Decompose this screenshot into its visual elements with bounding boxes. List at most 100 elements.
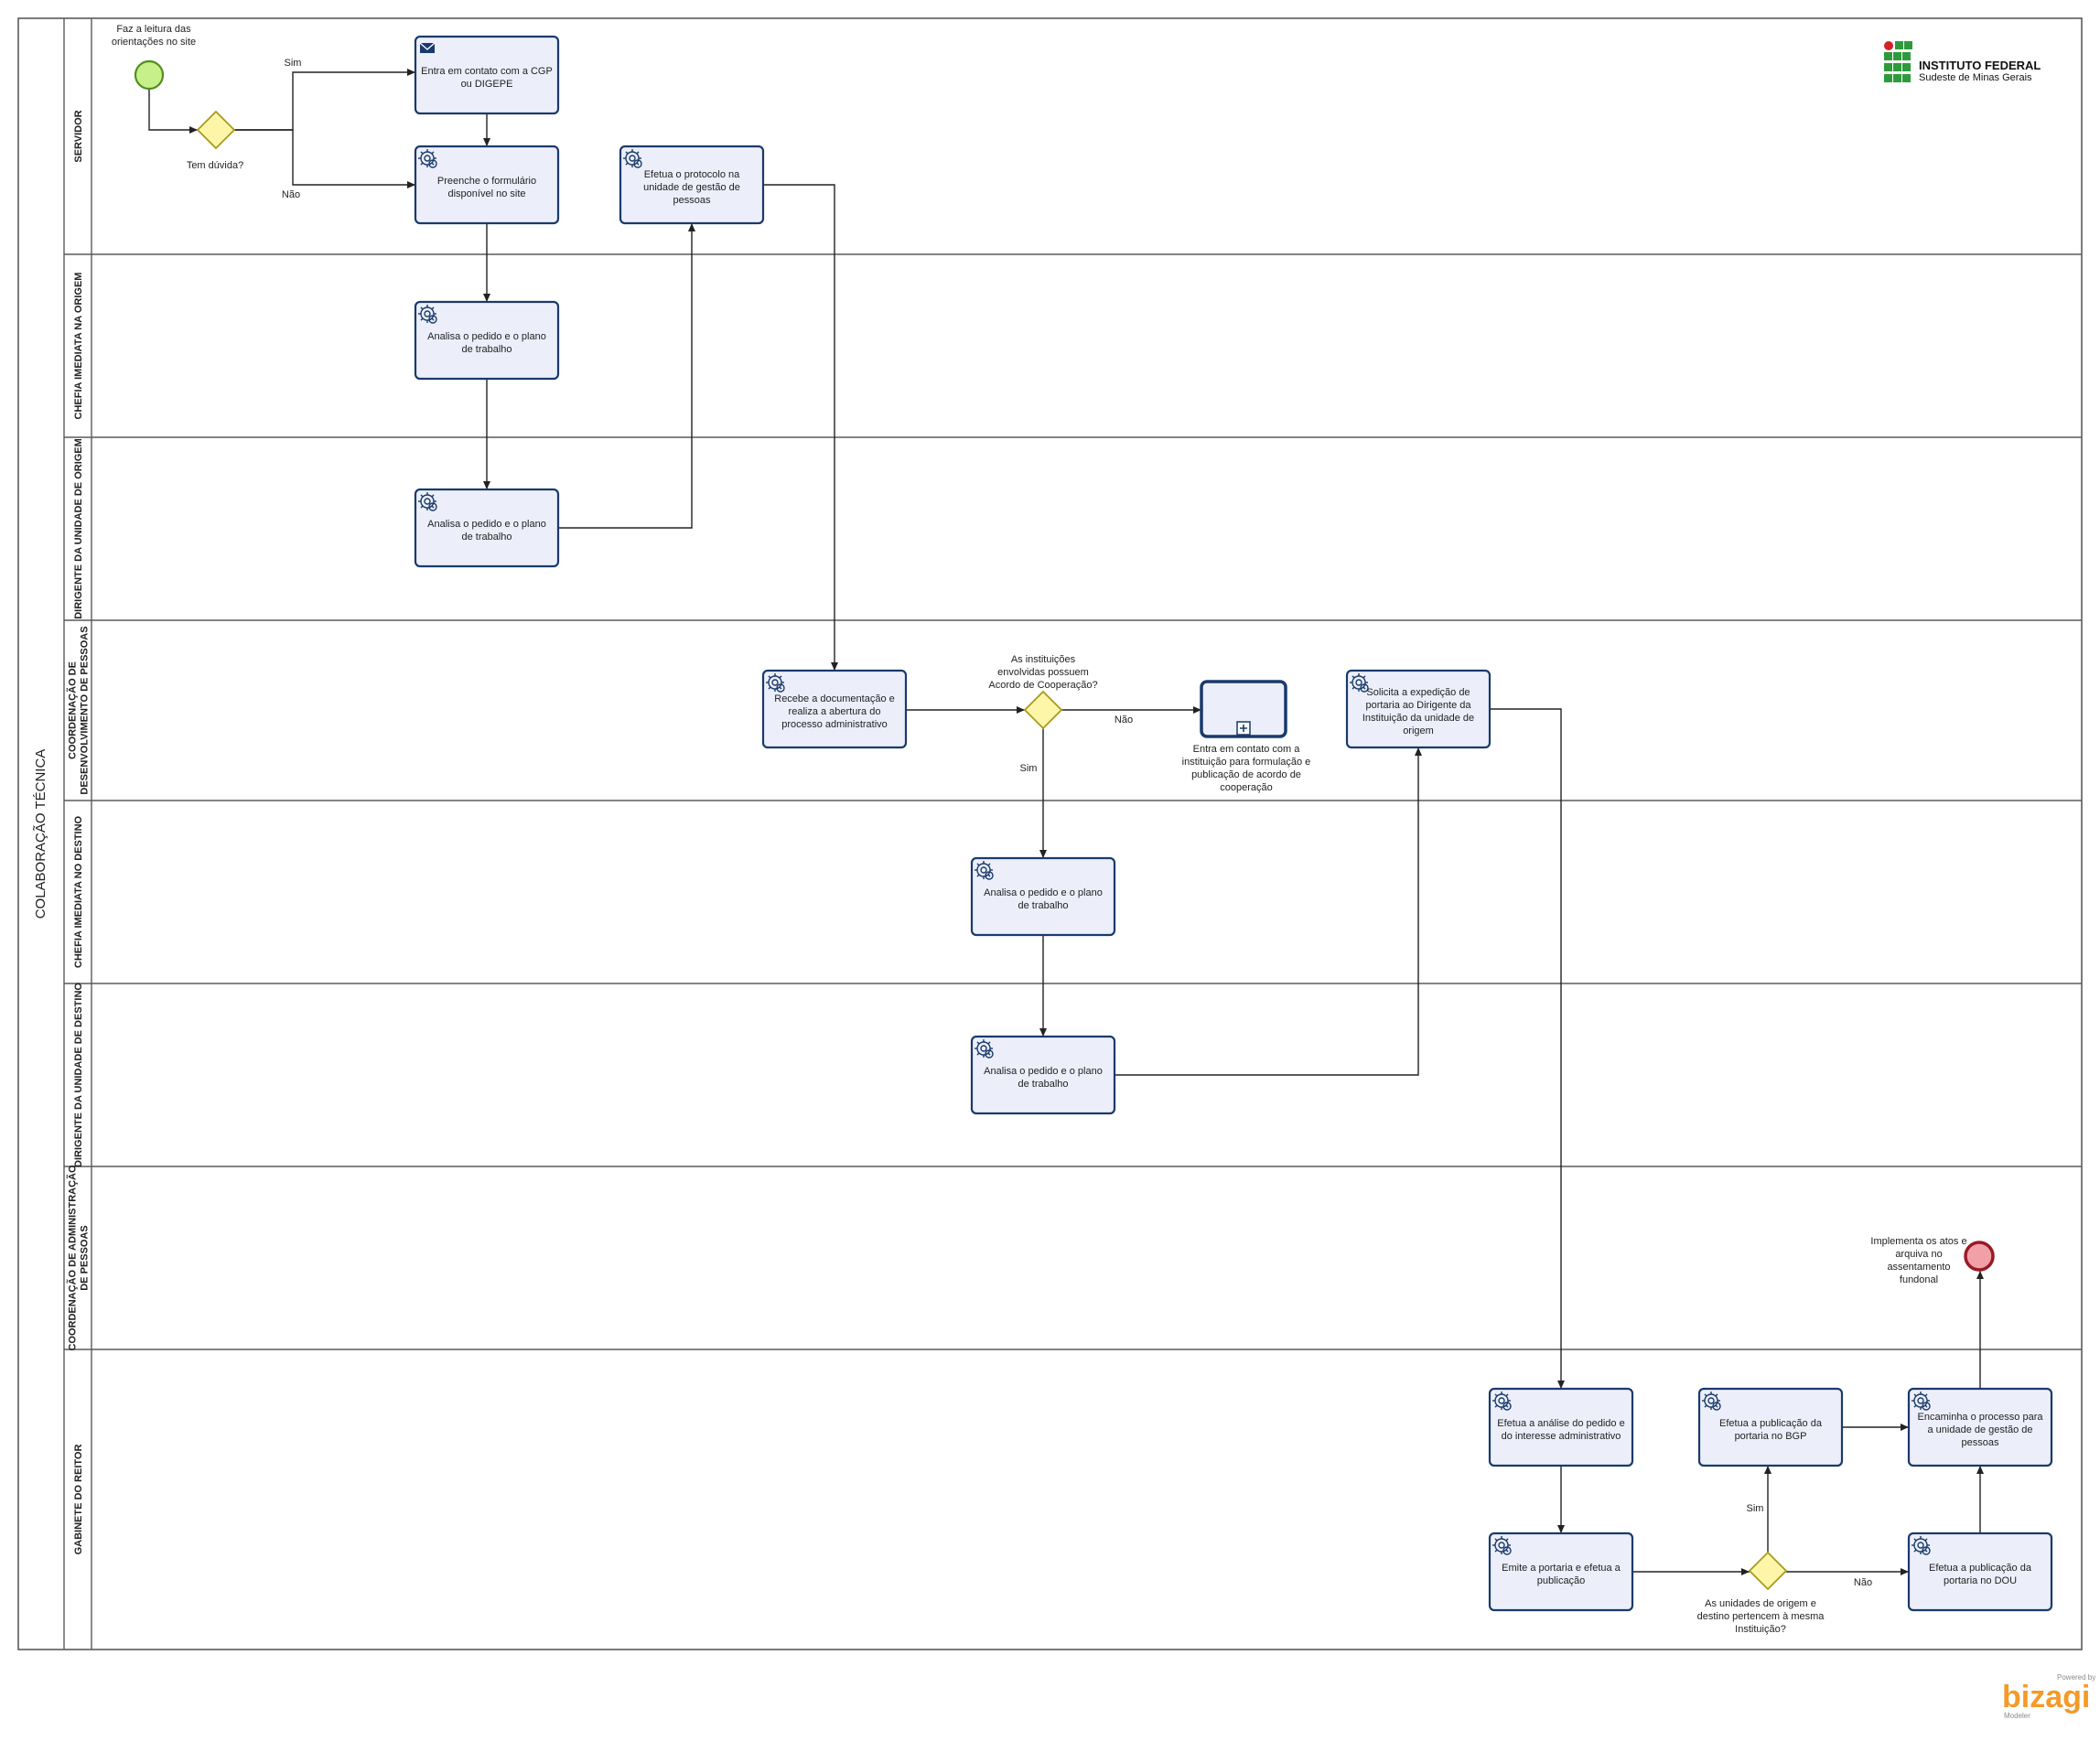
gateway-duvida[interactable] <box>196 110 236 150</box>
lane-title: COORDENAÇÃO DEDESENVOLVIMENTO DE PESSOAS <box>67 626 91 794</box>
watermark-top: Powered by <box>2057 1673 2095 1682</box>
end-event[interactable] <box>1964 1241 1995 1272</box>
gateway-diamond[interactable] <box>196 110 236 150</box>
gear-icon-small <box>428 502 437 511</box>
logo-square <box>1884 52 1892 60</box>
task-label-line: Efetua a análise do pedido e <box>1497 1418 1624 1429</box>
gear-icon-small <box>985 871 994 880</box>
task-label-line: de trabalho <box>1018 900 1068 911</box>
task-label-line: Efetua a publicação da <box>1719 1418 1823 1429</box>
gear-icon-small <box>1502 1402 1512 1411</box>
task-box[interactable] <box>970 856 1116 937</box>
task-box[interactable] <box>1488 1387 1634 1467</box>
task-label-line: de trabalho <box>461 344 512 355</box>
task-box[interactable] <box>414 488 560 568</box>
logo-square <box>1884 74 1892 82</box>
task-box[interactable] <box>414 145 560 225</box>
logo-square <box>1895 41 1903 49</box>
task-label-line: Efetua a publicação da <box>1929 1563 2032 1574</box>
end-event-circle[interactable] <box>1964 1241 1995 1272</box>
gear-icon-tooth <box>625 151 629 155</box>
start-event[interactable] <box>134 59 165 91</box>
gear-icon-tooth <box>976 874 980 877</box>
task-box[interactable] <box>1907 1387 2053 1467</box>
gear-icon-tooth <box>431 306 435 310</box>
subprocess-entra-contato[interactable] <box>1200 680 1287 738</box>
task-box[interactable] <box>970 1035 1116 1115</box>
task-label-line: unidade de gestão de <box>643 182 740 193</box>
gear-icon-tooth <box>625 162 629 166</box>
subprocess-box[interactable] <box>1200 680 1287 738</box>
task-box[interactable] <box>1907 1531 2053 1612</box>
task-box[interactable] <box>1345 669 1492 749</box>
gear-icon-tooth <box>1924 1393 1928 1397</box>
task-label-line: Instituição da unidade de <box>1362 713 1474 724</box>
gear-icon <box>1492 1536 1512 1555</box>
task-label-line: Entra em contato com a CGP <box>421 66 553 77</box>
gear-icon-small <box>1502 1546 1512 1555</box>
task-box[interactable] <box>414 35 560 115</box>
lane-title: DIRIGENTE DA UNIDADE DE DESTINO <box>73 983 84 1167</box>
task-label-line: pessoas <box>1962 1437 1999 1448</box>
gear-icon-tooth <box>1924 1404 1928 1408</box>
task-label-line: origem <box>1403 725 1434 736</box>
logo-square <box>1902 74 1911 82</box>
gear-icon-tooth <box>976 863 980 866</box>
gateway-acordo[interactable] <box>1023 690 1063 730</box>
start-event-circle[interactable] <box>134 59 165 91</box>
task-box[interactable] <box>1697 1387 1844 1467</box>
lane-title-line: GABINETE DO REITOR <box>73 1445 84 1555</box>
gear-icon-hub <box>424 310 431 317</box>
task-box[interactable] <box>1488 1531 1634 1612</box>
gear-icon-tooth <box>431 505 435 509</box>
task-box[interactable] <box>619 145 765 225</box>
gear-icon <box>975 861 994 880</box>
gear-icon-tooth <box>636 162 640 166</box>
gear-icon-tooth <box>1352 675 1355 679</box>
gear-icon-tooth <box>431 162 435 166</box>
flow-label-nao-3: Não <box>1854 1577 1872 1588</box>
gateway-label: Tem dúvida? <box>187 160 243 171</box>
gear-icon-tooth <box>431 317 435 321</box>
subprocess-label-line: Entra em contato com a <box>1193 744 1301 755</box>
gateway-diamond[interactable] <box>1748 1551 1788 1591</box>
gear-icon-tooth <box>987 874 991 877</box>
watermark-bottom: Modeler <box>2004 1712 2030 1720</box>
start-event-label-line: orientações no site <box>112 37 196 48</box>
task-label-line: de trabalho <box>461 532 512 543</box>
flow-label-nao-2: Não <box>1115 715 1133 725</box>
gear-icon-tooth <box>1924 1538 1928 1542</box>
lane-title: DIRIGENTE DA UNIDADE DE ORIGEM <box>73 438 84 619</box>
task-box[interactable] <box>414 300 560 381</box>
task-label-line: pessoas <box>673 195 711 206</box>
subprocess-label-line: cooperação <box>1220 782 1273 793</box>
pool-title-line: COLABORAÇÃO TÉCNICA <box>33 749 48 919</box>
gateway-mesma-instituicao[interactable] <box>1748 1551 1788 1591</box>
gateway-diamond[interactable] <box>1023 690 1063 730</box>
task-box[interactable] <box>761 669 908 749</box>
flow-label-sim-1: Sim <box>285 58 302 69</box>
lane-title-line: CHEFIA IMEDIATA NO DESTINO <box>73 815 84 968</box>
